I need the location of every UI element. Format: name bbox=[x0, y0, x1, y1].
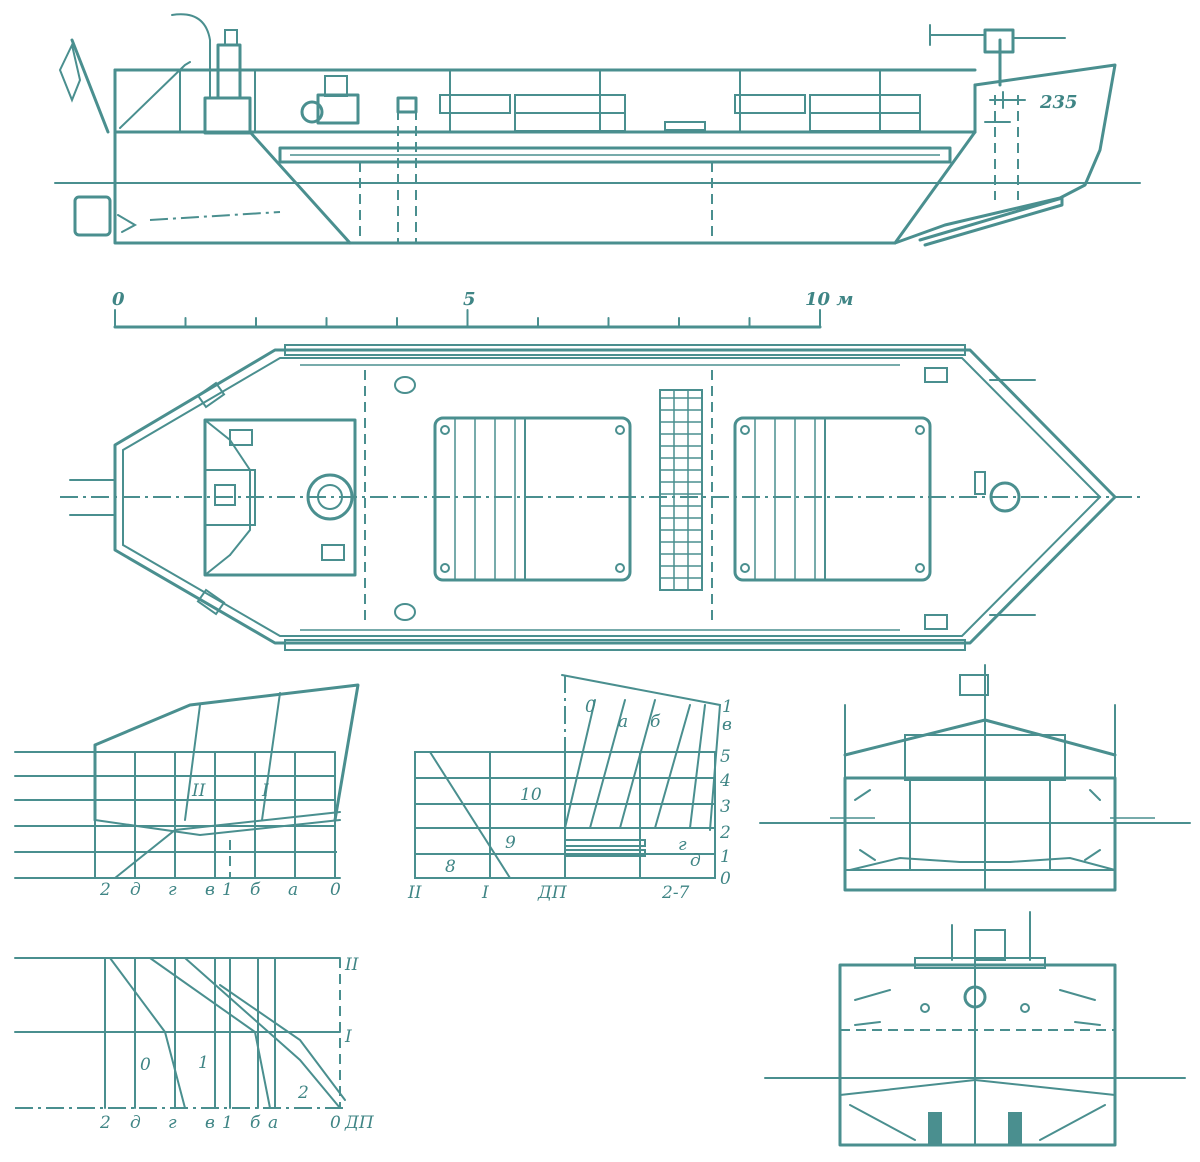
scale-end-label: 10 м bbox=[805, 289, 853, 310]
bp-bottom-label: I bbox=[481, 883, 489, 903]
deck-plan bbox=[60, 344, 1140, 651]
wl-station-label: 2 bbox=[99, 880, 111, 900]
bp-top-label: 0 bbox=[585, 697, 596, 717]
bt-inner-label: 0 bbox=[140, 1055, 151, 1075]
bp-right-label: 4 bbox=[719, 771, 731, 791]
bt-station-label: а bbox=[268, 1113, 278, 1133]
midship-section bbox=[759, 664, 1191, 892]
bt-station-label: б bbox=[250, 1113, 261, 1133]
bp-right-label: 1 bbox=[722, 697, 733, 717]
bp-bottom-label: ДП bbox=[537, 883, 568, 903]
bt-station-label: 0 bbox=[330, 1113, 341, 1133]
bt-station-label: 1 bbox=[222, 1113, 233, 1133]
bp-right-label: 0 bbox=[720, 869, 731, 889]
wl-station-label: 0 bbox=[330, 880, 341, 900]
side-elevation: 235 bbox=[54, 13, 1141, 247]
wl-row-I: I bbox=[261, 781, 269, 801]
bt-right-label: II bbox=[344, 955, 359, 975]
bt-station-label: г bbox=[168, 1113, 177, 1133]
bt-station-label: 2 bbox=[99, 1113, 111, 1133]
bp-inner-label: 9 bbox=[505, 833, 516, 853]
bp-top-label: б bbox=[650, 712, 661, 732]
wl-station-label: г bbox=[168, 880, 177, 900]
deck-grating bbox=[659, 389, 703, 591]
bp-inner-label: 8 bbox=[445, 857, 456, 877]
bt-station-label: в bbox=[205, 1113, 215, 1133]
bp-right-label: 3 bbox=[720, 797, 731, 817]
bt-station-label: д bbox=[130, 1113, 141, 1133]
bp-bottom-label: 2-7 bbox=[661, 883, 690, 903]
cargo-hatch-aft bbox=[433, 416, 632, 582]
bp-bottom-label: II bbox=[407, 883, 422, 903]
bp-right-label: 2 bbox=[719, 823, 731, 843]
bow-view bbox=[764, 911, 1186, 1147]
bp-right-label: 1 bbox=[720, 847, 731, 867]
scale-bar: 0 5 10 м bbox=[112, 289, 853, 329]
bt-right-label: I bbox=[344, 1027, 352, 1047]
bp-inner-label: 10 bbox=[520, 785, 542, 805]
wl-station-label: в bbox=[205, 880, 215, 900]
bt-right-label: ДП bbox=[344, 1113, 375, 1133]
scale-start-label: 0 bbox=[112, 289, 125, 310]
scale-middle-label: 5 bbox=[463, 289, 476, 310]
wl-station-label: б bbox=[250, 880, 261, 900]
wl-station-label: а bbox=[288, 880, 298, 900]
bp-right-label: 5 bbox=[720, 747, 731, 767]
bp-inner-label: д bbox=[690, 851, 701, 871]
bp-top-label: а bbox=[618, 712, 628, 732]
wl-station-label: д bbox=[130, 880, 141, 900]
cargo-hatch-fwd bbox=[733, 416, 932, 582]
bp-inner-label: г bbox=[678, 835, 687, 855]
wl-station-label: 1 bbox=[222, 880, 233, 900]
bp-right-label: в bbox=[722, 715, 732, 735]
bt-inner-label: 1 bbox=[198, 1053, 209, 1073]
wl-row-II: II bbox=[191, 781, 206, 801]
bt-inner-label: 2 bbox=[297, 1083, 309, 1103]
hull-number: 235 bbox=[1039, 92, 1078, 113]
